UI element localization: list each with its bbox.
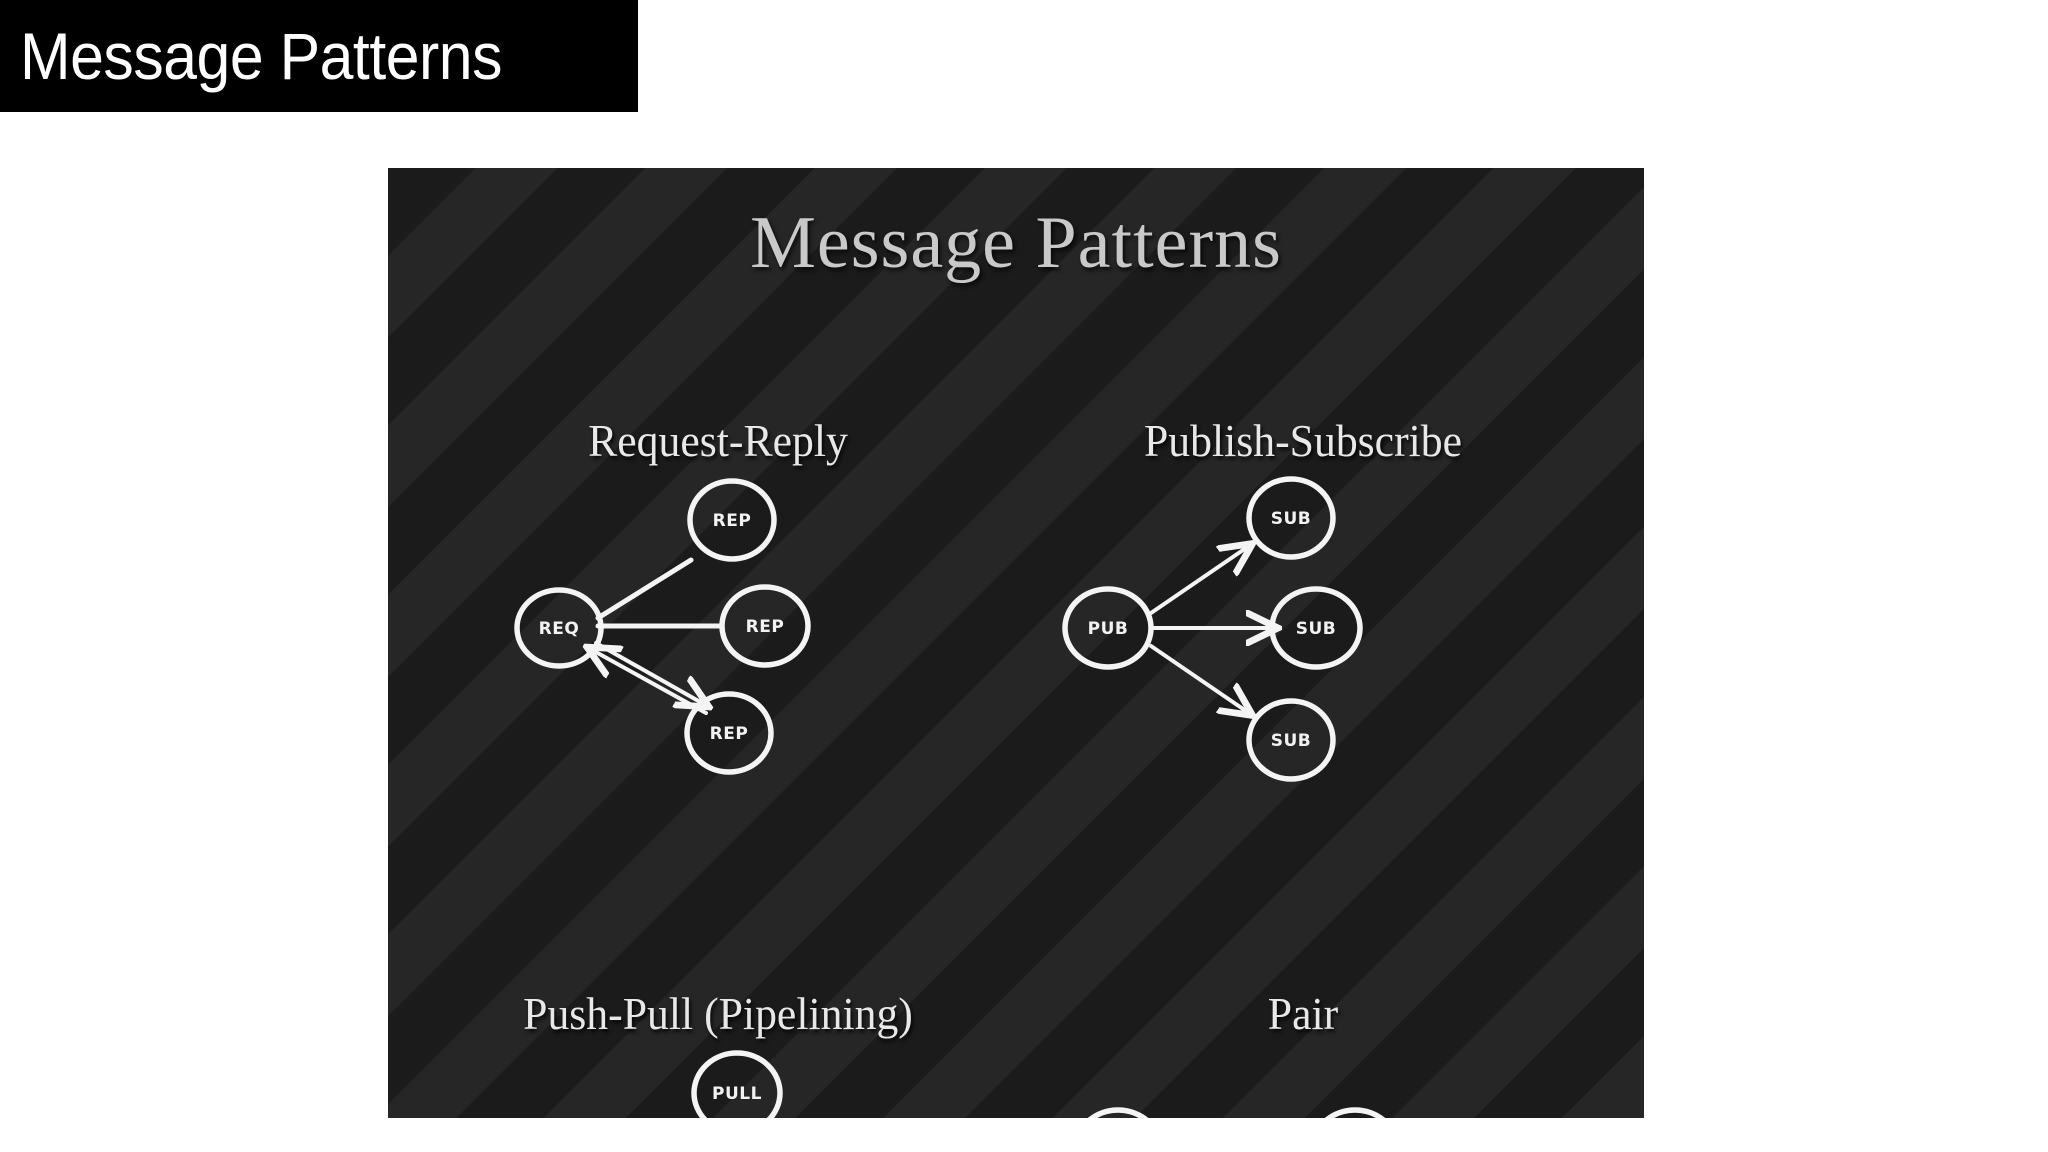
node-pair-right: PAIR (1324, 1107, 1386, 1118)
node-sub-bottom: SUB (1246, 698, 1336, 782)
pattern-heading-push-pull: Push-Pull (Pipelining) (523, 988, 913, 1039)
edge-pub-to-sub-top (1149, 548, 1246, 615)
node-rep-bottom: REP (684, 691, 774, 775)
publish-subscribe-graph: PUB SUB SUB SUB (1062, 476, 1363, 782)
slide-header-bar: Message Patterns (0, 0, 638, 112)
node-label: SUB (1271, 731, 1312, 751)
node-pair-left: PAIR (1087, 1107, 1149, 1118)
page-title: Message Patterns (20, 19, 503, 93)
node-label: REQ (539, 619, 580, 639)
node-label: SUB (1296, 619, 1337, 639)
node-pull-top: PULL (691, 1050, 783, 1118)
edge-req-rep-top (595, 557, 694, 621)
pattern-heading-publish-subscribe: Publish-Subscribe (1143, 415, 1463, 466)
edge-pub-to-sub-bottom (1149, 644, 1246, 711)
slide-image-title: Message Patterns (750, 202, 1282, 284)
node-label: PULL (712, 1084, 762, 1104)
pair-graph: PAIR PAIR (1087, 1107, 1386, 1118)
node-label: REP (713, 511, 752, 531)
node-req: REQ (514, 587, 604, 669)
request-reply-graph: REQ REP REP REP (514, 478, 811, 775)
node-label: REP (710, 724, 749, 744)
pattern-heading-pair: Pair (1267, 988, 1339, 1039)
edge-rep-bottom-to-req (594, 651, 708, 715)
edge-req-to-rep-bottom (594, 641, 702, 703)
diagram-publish-subscribe: PUB SUB SUB SUB (1048, 468, 1568, 788)
node-sub-top: SUB (1246, 476, 1336, 560)
diagram-push-pull: PUSH PULL PULL PULL (498, 1038, 1018, 1118)
node-pub: PUB (1062, 586, 1154, 670)
diagram-request-reply: REQ REP REP REP (498, 468, 1018, 788)
diagram-pair: PAIR PAIR (1048, 1058, 1568, 1118)
slide-image: Message Patterns Request-Reply REQ (388, 168, 1644, 1118)
node-rep-middle: REP (719, 584, 811, 668)
node-rep-top: REP (687, 478, 777, 562)
pattern-heading-request-reply: Request-Reply (588, 415, 848, 466)
node-label: PUB (1088, 619, 1129, 639)
node-label: REP (746, 617, 785, 637)
push-pull-graph: PUSH PULL PULL PULL (691, 1050, 783, 1118)
node-sub-middle: SUB (1269, 586, 1363, 670)
node-label: SUB (1271, 509, 1312, 529)
